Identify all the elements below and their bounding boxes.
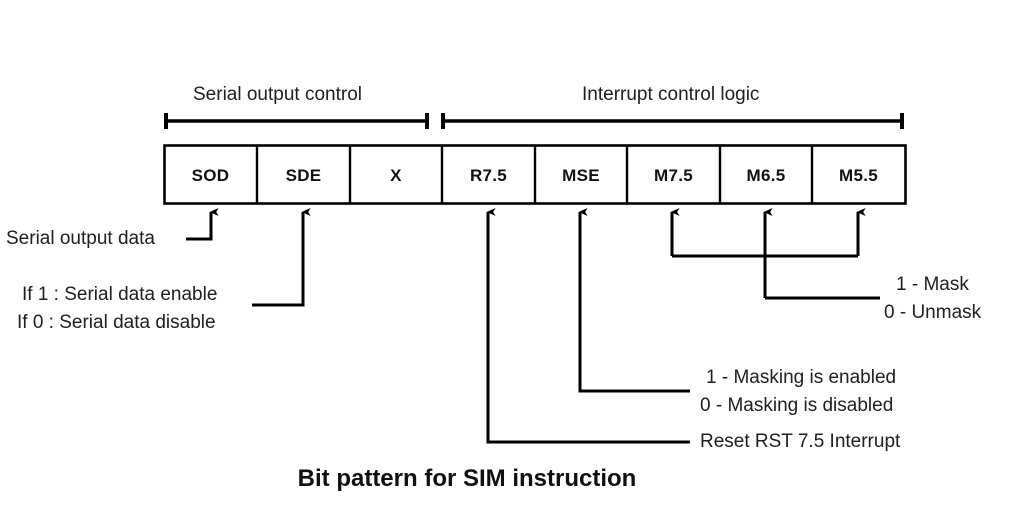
leader-masking-enabled <box>578 208 690 393</box>
bit-cell-m55[interactable]: M5.5 <box>839 166 878 185</box>
group-label-interrupt-control-logic: Interrupt control logic <box>582 84 760 105</box>
bit-cell-x[interactable]: X <box>390 166 402 185</box>
bracket-serial-output-control <box>164 113 429 129</box>
group-label-serial-output-control: Serial output control <box>193 84 362 105</box>
leader-serial-output-data <box>186 208 219 241</box>
annotation-serial-output-data-line1: Serial output data <box>6 228 155 249</box>
bit-register-boxes <box>163 144 907 205</box>
annotation-masking-enabled-line2: 0 - Masking is disabled <box>700 395 894 416</box>
bit-cell-m65[interactable]: M6.5 <box>746 166 786 185</box>
annotation-reset-rst75-line1: Reset RST 7.5 Interrupt <box>700 431 901 452</box>
annotation-serial-data-enable-line2: If 0 : Serial data disable <box>17 312 216 333</box>
bit-cell-sod[interactable]: SOD <box>191 166 230 185</box>
bit-cell-m75[interactable]: M7.5 <box>654 166 693 185</box>
bit-cell-r75[interactable]: R7.5 <box>469 166 508 185</box>
leader-serial-data-enable <box>252 208 311 307</box>
bit-cell-sde[interactable]: SDE <box>285 166 322 185</box>
annotation-masking-enabled-line1: 1 - Masking is enabled <box>706 367 897 388</box>
annotation-mask-unmask-line1: 1 - Mask <box>896 274 969 295</box>
figure-title: Bit pattern for SIM instruction <box>297 465 637 492</box>
leader-mask-unmask <box>670 208 880 300</box>
annotation-serial-data-enable-line1: If 1 : Serial data enable <box>22 284 218 305</box>
bit-cell-mse[interactable]: MSE <box>562 166 600 185</box>
bracket-interrupt-control-logic <box>441 113 904 129</box>
annotation-mask-unmask-line2: 0 - Unmask <box>884 302 982 323</box>
leader-reset-rst75 <box>486 208 690 444</box>
